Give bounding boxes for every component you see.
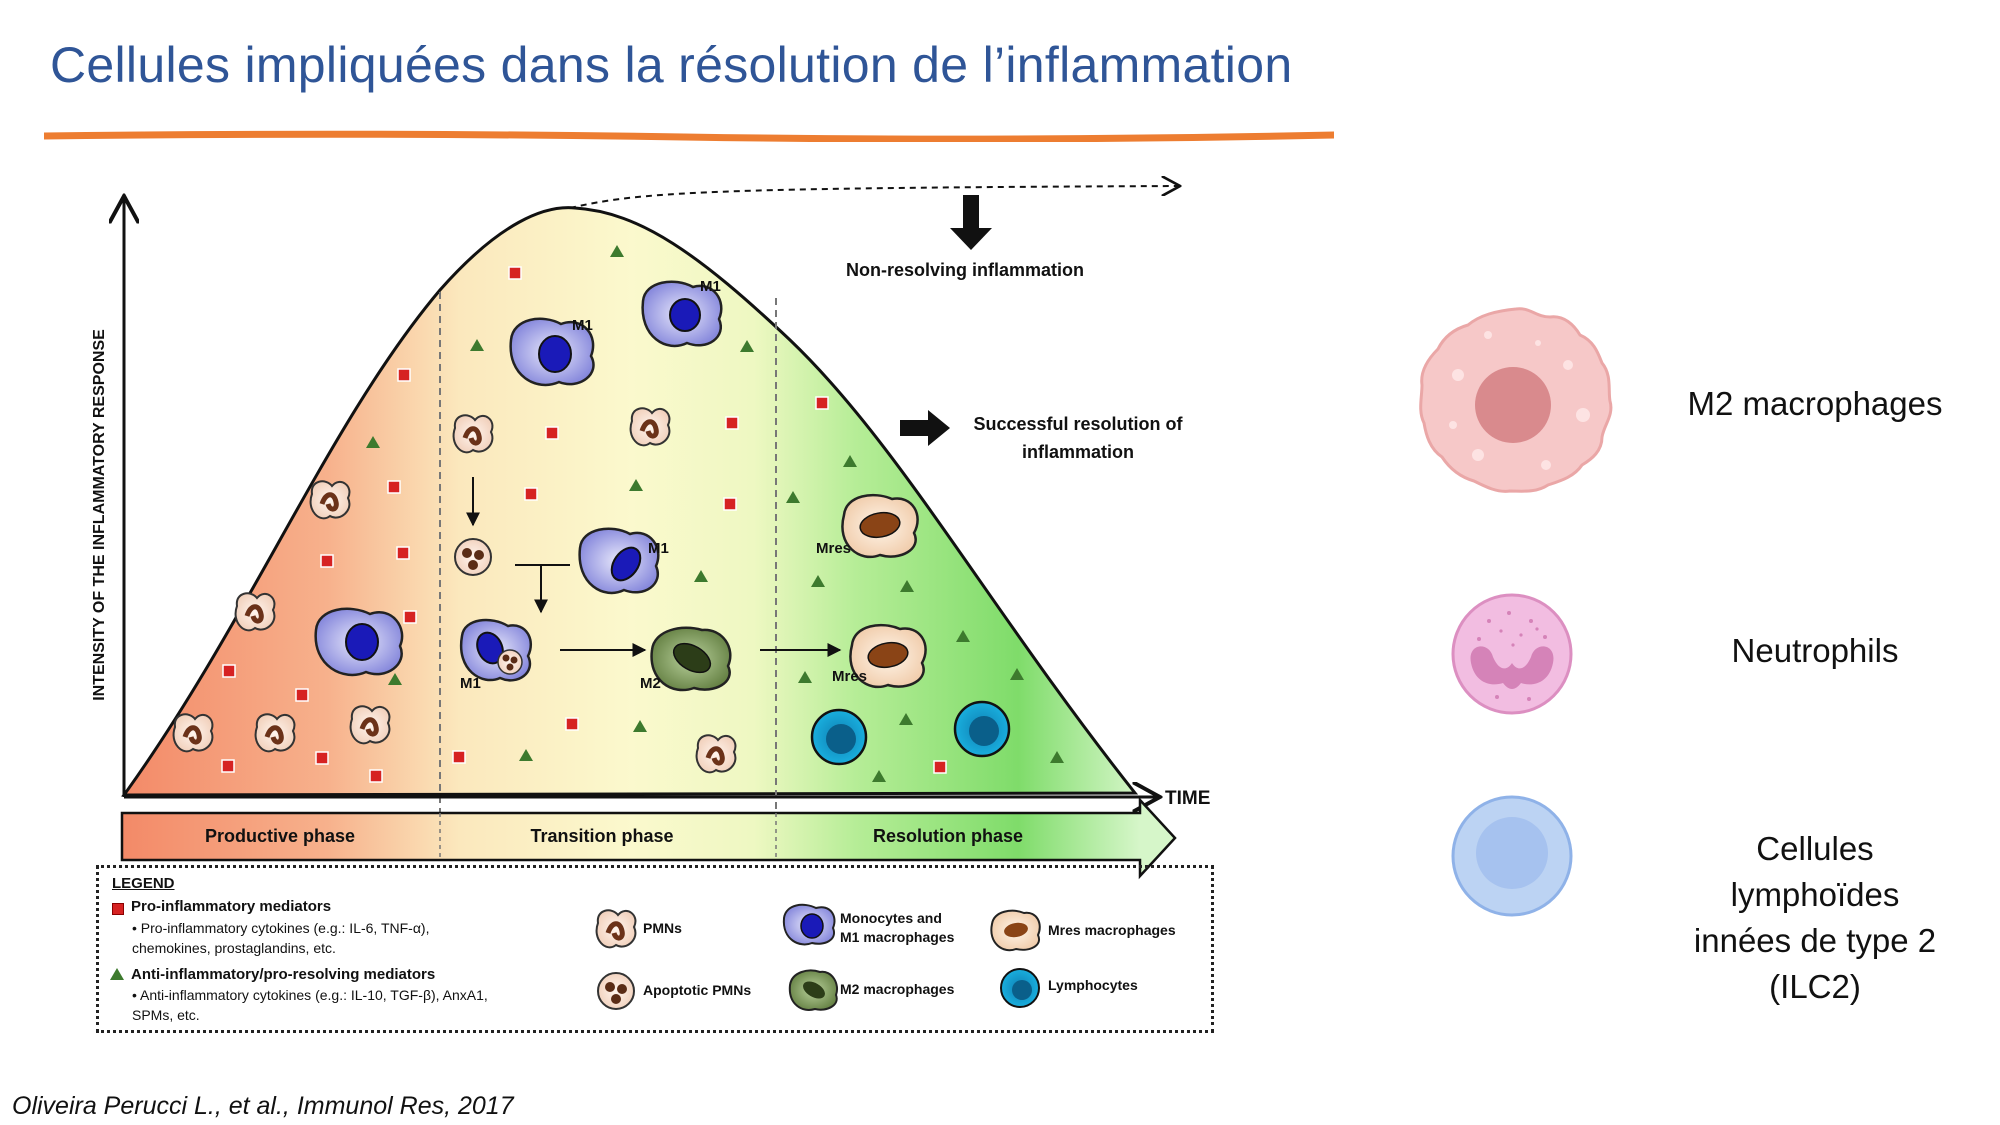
legend-box [96,865,1214,1033]
transition-arrows [466,477,842,657]
legend-m2-icon [788,969,838,1011]
pmn-cells [172,407,737,774]
legend-apoptotic-pmns: Apoptotic PMNs [643,982,752,998]
legend-monocytes-1: Monocytes and [840,910,942,926]
inflammation-diagram: TIME INTENSITY OF THE INFLAMMATORY RESPO… [91,0,1210,880]
legend-anti-marker [110,968,124,980]
down-arrow-icon [950,195,992,250]
y-axis-label: INTENSITY OF THE INFLAMMATORY RESPONSE [91,329,108,701]
legend-mres-icon [990,909,1041,952]
legend-apoptotic-icon [597,972,635,1010]
right-arrow-icon [900,410,950,446]
phase-productive: Productive phase [205,826,355,846]
title-underline [44,130,1334,142]
apoptotic-pmn [454,538,492,576]
resolution-label-line1: Successful resolution of [973,414,1183,434]
mres-label-1: Mres [816,540,851,557]
non-resolving-curve [569,186,1180,209]
legend-pro-detail-1: • Pro-inflammatory cytokines (e.g.: IL-6… [132,920,430,936]
m1-label-1: M1 [572,317,593,334]
m1-label-2: M1 [700,278,721,295]
non-resolving-label: Non-resolving inflammation [846,260,1084,280]
m2-label: M2 [640,675,661,692]
legend-pro-marker [112,903,124,915]
label-ilc2-line2: lymphoïdes [1730,876,1900,913]
lymphocytes [810,700,1011,766]
x-axis-label: TIME [1165,788,1210,809]
legend-lymphocyte-icon [1000,968,1040,1008]
mres-label-2: Mres [832,668,867,685]
m1-macrophages [314,280,723,682]
legend-pro-detail-2: chemokines, prostaglandins, etc. [132,940,336,956]
legend-anti-detail-2: SPMs, etc. [132,1007,200,1023]
legend-mres: Mres macrophages [1048,922,1176,938]
legend-pmns: PMNs [643,920,682,936]
label-neutrophils: Neutrophils [1731,632,1899,669]
legend-monocyte-icon [782,903,836,946]
legend-title: LEGEND [112,875,175,892]
m2-macrophage-illustration [1419,307,1613,493]
m2-macrophage-diagram [650,626,732,692]
pro-mediators [221,266,947,783]
anti-mediators [366,245,1064,782]
m1-label-4: M1 [460,675,481,692]
legend-monocytes-2: M1 macrophages [840,929,955,945]
legend-lymphocytes: Lymphocytes [1048,977,1138,993]
citation: Oliveira Perucci L., et al., Immunol Res… [12,1092,514,1120]
mres-macrophages [841,493,927,689]
legend-anti-title: Anti-inflammatory/pro-resolving mediator… [131,966,436,983]
resolution-label-line2: inflammation [1022,442,1134,462]
phase-transition: Transition phase [530,826,673,846]
label-ilc2-line4: (ILC2) [1769,968,1861,1005]
legend-m2: M2 macrophages [840,981,955,997]
m1-label-3: M1 [648,540,669,557]
label-m2-macrophages: M2 macrophages [1687,385,1943,422]
legend-anti-detail-1: • Anti-inflammatory cytokines (e.g.: IL-… [132,987,488,1003]
legend-pmn-icon [595,909,637,949]
phase-resolution: Resolution phase [873,826,1023,846]
slide-title: Cellules impliquées dans la résolution d… [50,37,1293,93]
phase-bar [120,796,1177,880]
ilc2-illustration [1451,795,1573,917]
neutrophil-illustration [1451,593,1573,715]
label-ilc2-line3: innées de type 2 [1693,922,1937,959]
label-ilc2-line1: Cellules [1756,830,1874,867]
legend-pro-title: Pro-inflammatory mediators [131,898,332,915]
